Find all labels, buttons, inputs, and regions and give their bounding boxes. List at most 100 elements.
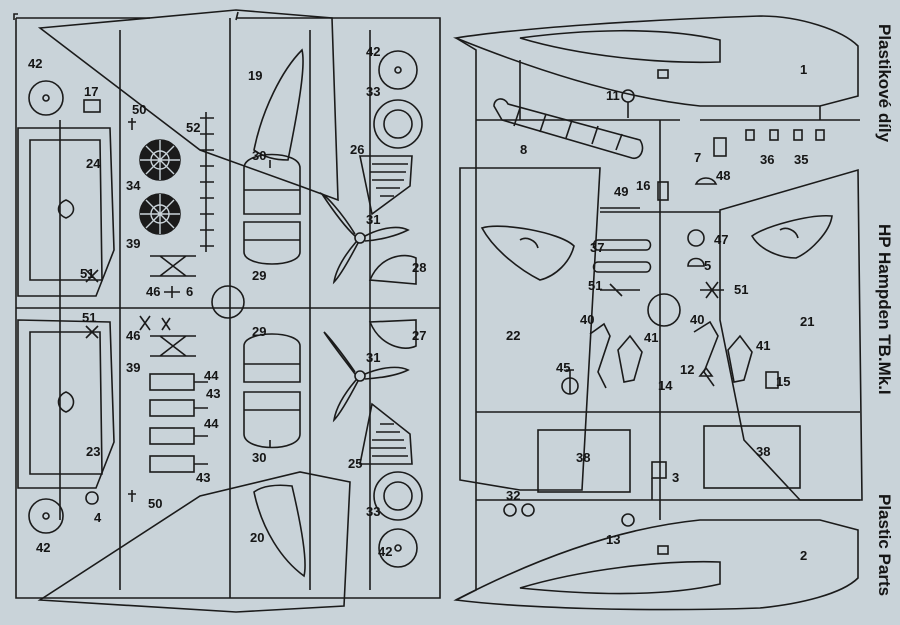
label-30b: 30 bbox=[252, 450, 266, 465]
label-5: 5 bbox=[704, 258, 711, 273]
label-46b: 46 bbox=[126, 328, 140, 343]
label-7: 7 bbox=[694, 150, 701, 165]
label-32: 32 bbox=[506, 488, 520, 503]
part-25-rudder bbox=[359, 402, 413, 465]
part-29-nacelle-bottom bbox=[243, 333, 301, 383]
left-small-parts bbox=[83, 99, 196, 505]
label-20: 20 bbox=[250, 530, 264, 545]
part-29-nacelle-top bbox=[243, 221, 301, 265]
left-sprue-hub bbox=[211, 285, 245, 319]
label-24: 24 bbox=[86, 156, 101, 171]
part-31-propellers bbox=[319, 191, 410, 423]
right-sprue-frame bbox=[455, 37, 860, 601]
label-51c: 51 bbox=[588, 278, 602, 293]
part-28-canopy bbox=[368, 254, 417, 285]
part-22-wing bbox=[459, 167, 601, 491]
label-41a: 41 bbox=[644, 330, 658, 345]
label-47: 47 bbox=[714, 232, 728, 247]
label-41b: 41 bbox=[756, 338, 770, 353]
label-23: 23 bbox=[86, 444, 100, 459]
part-38-bomb-doors bbox=[537, 425, 801, 493]
title-english: Plastic Parts bbox=[875, 494, 894, 597]
label-52: 52 bbox=[186, 120, 200, 135]
right-small-parts bbox=[503, 89, 825, 527]
label-50b: 50 bbox=[148, 496, 162, 511]
label-44b: 44 bbox=[204, 416, 219, 431]
label-11: 11 bbox=[606, 88, 620, 103]
label-45: 45 bbox=[556, 360, 570, 375]
label-14: 14 bbox=[658, 378, 673, 393]
label-51a: 51 bbox=[80, 266, 94, 281]
title-czech: Plastikové díly bbox=[875, 24, 894, 143]
part-52-pins bbox=[200, 112, 214, 252]
label-21: 21 bbox=[800, 314, 814, 329]
label-43a: 43 bbox=[206, 386, 220, 401]
part-27-canopy bbox=[368, 319, 417, 349]
part-33-hubs bbox=[373, 99, 423, 521]
label-51d: 51 bbox=[734, 282, 748, 297]
label-36: 36 bbox=[760, 152, 774, 167]
title-model: HP Hampden TB.Mk.I bbox=[875, 224, 894, 395]
label-2: 2 bbox=[800, 548, 807, 563]
label-50a: 50 bbox=[132, 102, 146, 117]
part-21-wing bbox=[719, 168, 863, 501]
label-31b: 31 bbox=[366, 350, 380, 365]
part-42-wheels bbox=[28, 50, 418, 568]
right-sprue-hub bbox=[647, 293, 681, 327]
label-12: 12 bbox=[680, 362, 694, 377]
label-15: 15 bbox=[776, 374, 790, 389]
label-33a: 33 bbox=[366, 84, 380, 99]
label-44a: 44 bbox=[204, 368, 219, 383]
label-39a: 39 bbox=[126, 236, 140, 251]
label-25: 25 bbox=[348, 456, 362, 471]
part-1-fuselage bbox=[453, 15, 859, 120]
label-16: 16 bbox=[636, 178, 650, 193]
label-17: 17 bbox=[84, 84, 98, 99]
left-sprue-frame bbox=[13, 13, 441, 599]
label-30a: 30 bbox=[252, 148, 266, 163]
label-33b: 33 bbox=[366, 504, 380, 519]
label-22: 22 bbox=[506, 328, 520, 343]
label-19: 19 bbox=[248, 68, 262, 83]
label-46a: 46 bbox=[146, 284, 160, 299]
part-8-frame bbox=[493, 98, 644, 160]
label-29b: 29 bbox=[252, 324, 266, 339]
label-1: 1 bbox=[800, 62, 807, 77]
label-34: 34 bbox=[126, 178, 141, 193]
part-26-rudder bbox=[359, 155, 413, 216]
label-42b: 42 bbox=[366, 44, 380, 59]
label-37: 37 bbox=[590, 240, 604, 255]
label-48: 48 bbox=[716, 168, 730, 183]
part-30-nacelle-bottom bbox=[243, 391, 301, 449]
label-42c: 42 bbox=[36, 540, 50, 555]
label-40b: 40 bbox=[690, 312, 704, 327]
label-43b: 43 bbox=[196, 470, 210, 485]
label-42a: 42 bbox=[28, 56, 42, 71]
label-38b: 38 bbox=[756, 444, 770, 459]
part-43-44-panels bbox=[149, 373, 208, 473]
label-8: 8 bbox=[520, 142, 527, 157]
label-40a: 40 bbox=[580, 312, 594, 327]
label-29a: 29 bbox=[252, 268, 266, 283]
part-30-nacelle-top bbox=[243, 153, 301, 215]
label-42d: 42 bbox=[378, 544, 392, 559]
label-28: 28 bbox=[412, 260, 426, 275]
part-24-tailplane bbox=[17, 127, 115, 297]
part-23-tailplane bbox=[17, 319, 115, 489]
label-26: 26 bbox=[350, 142, 364, 157]
label-39b: 39 bbox=[126, 360, 140, 375]
label-27: 27 bbox=[412, 328, 426, 343]
label-3: 3 bbox=[672, 470, 679, 485]
label-49: 49 bbox=[614, 184, 628, 199]
label-13: 13 bbox=[606, 532, 620, 547]
label-31a: 31 bbox=[366, 212, 380, 227]
label-4: 4 bbox=[94, 510, 102, 525]
label-35: 35 bbox=[794, 152, 808, 167]
part-2-fuselage bbox=[453, 519, 859, 611]
label-38a: 38 bbox=[576, 450, 590, 465]
part-20-wing bbox=[37, 471, 351, 613]
label-51b: 51 bbox=[82, 310, 96, 325]
part-number-labels: 19 42 17 50 52 24 34 39 51 46 6 30 29 42… bbox=[28, 44, 814, 563]
